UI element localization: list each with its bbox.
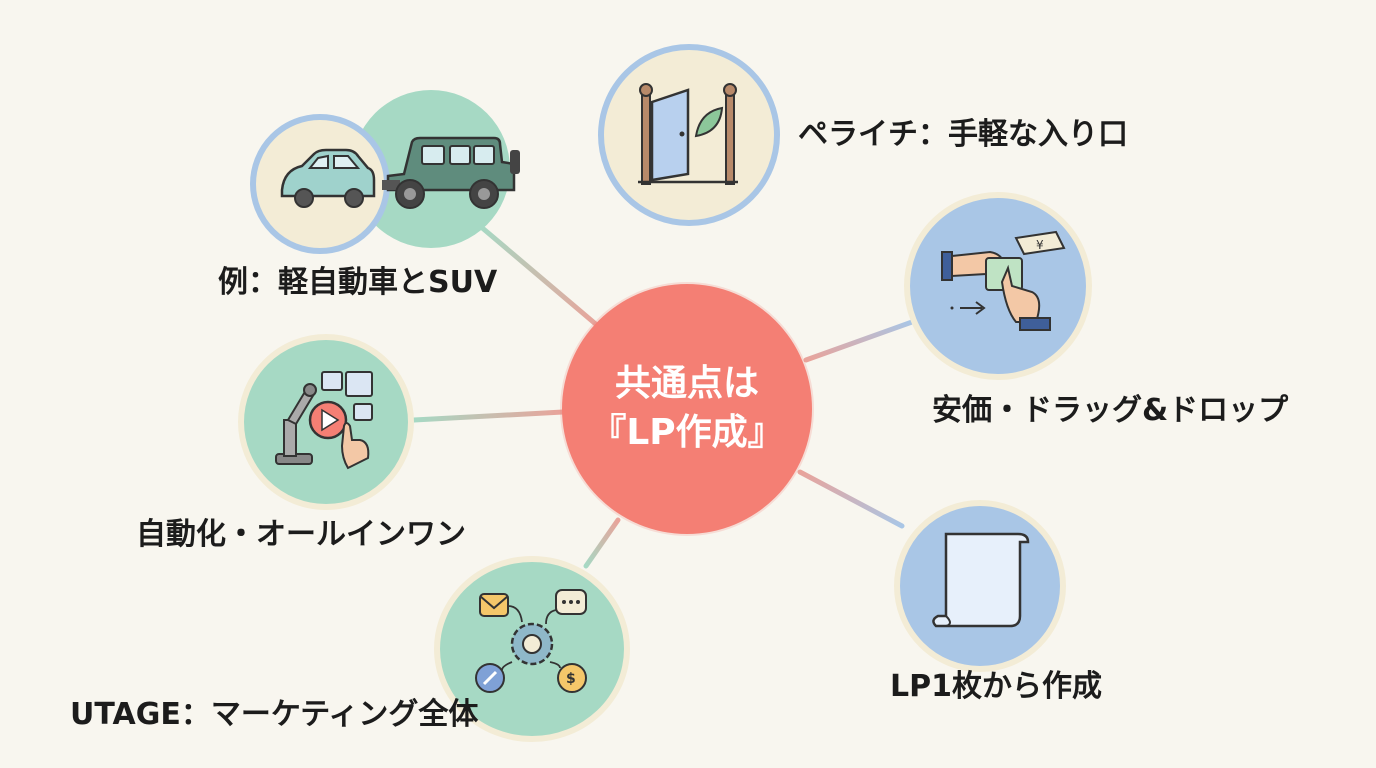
node-door-label: ペライチ：手軽な入り口 — [798, 117, 1128, 152]
link-scroll — [797, 469, 905, 529]
link-auto — [411, 409, 566, 423]
center-topic: 共通点は 『LP作成』 — [562, 284, 812, 534]
link-price — [803, 319, 915, 363]
center-line-2: 『LP作成』 — [590, 412, 784, 453]
node-auto-label: 自動化・オールインワン — [136, 517, 466, 552]
node-scroll-label: LP1枚から作成 — [890, 669, 1102, 704]
link-car — [477, 223, 601, 329]
automation-icon — [275, 371, 373, 470]
car-icon — [280, 136, 520, 209]
svg-text:¥: ¥ — [1036, 238, 1044, 252]
node-marketing-label: UTAGE：マーケティング全体 — [70, 697, 479, 732]
svg-text:$: $ — [566, 671, 576, 687]
node-car-label: 例：軽自動車とSUV — [218, 265, 498, 300]
gear-icon: $ — [475, 589, 587, 693]
scroll-icon — [932, 532, 1030, 628]
link-marketing — [583, 517, 621, 569]
door-icon — [638, 83, 738, 185]
drag-drop-icon: ¥ — [941, 230, 1066, 331]
node-price-label: 安価・ドラッグ&ドロップ — [932, 393, 1289, 428]
center-line-1: 共通点は — [614, 363, 759, 405]
